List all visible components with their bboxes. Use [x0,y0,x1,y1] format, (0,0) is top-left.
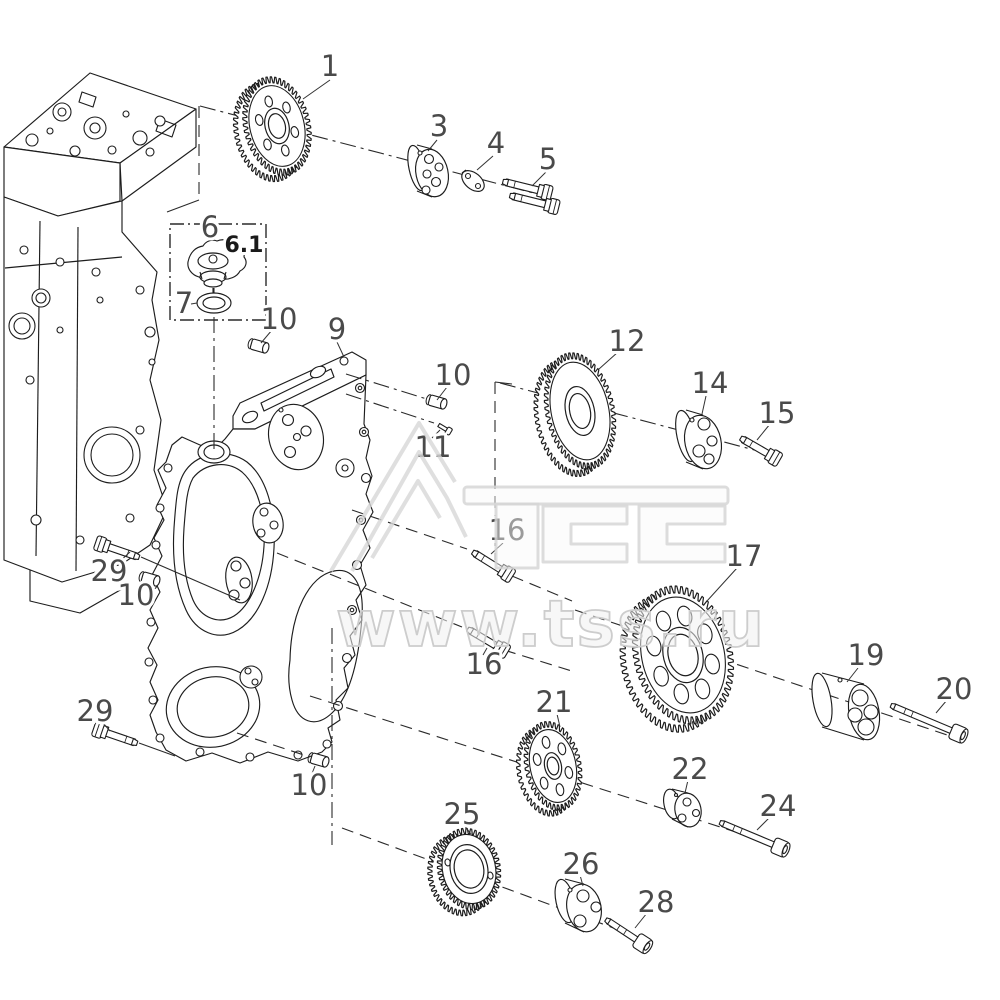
part-label-5: 5 [539,142,557,176]
part-label-20: 20 [936,672,973,706]
part-16-bolt [466,626,511,659]
part-label-15: 15 [759,396,796,430]
part-29-bolt [91,721,139,747]
part-label-10: 10 [291,768,328,802]
watermark-triangle-logo [329,421,457,573]
watermark-triangle-logo [370,479,442,560]
part-label-19: 19 [848,638,885,672]
part-label-9: 9 [328,312,346,346]
part-label-17: 17 [726,539,763,573]
part-label-10: 10 [261,302,298,336]
label-leader-lines [102,79,948,929]
part-25-gear [420,822,509,921]
part-5-bolt [508,192,561,215]
watermark-logo-letters [462,485,730,570]
part-label-14: 14 [692,366,729,400]
part-11-bolt [437,422,453,436]
small-parts [187,144,881,933]
part-label-16: 16 [466,647,503,681]
part-label-29: 29 [91,554,128,588]
part-label-10: 10 [435,358,472,392]
part-10-dowel-pin [247,338,270,354]
part-17-gear [605,575,749,743]
watermark-triangle-logo [350,450,468,572]
part-label-24: 24 [760,789,797,823]
part-20-bolt [889,702,969,744]
part-1-gear [223,70,322,189]
reference-box-6 [169,223,267,321]
watermark-url: www.tss.ru [336,588,766,662]
part-28-bolt [604,917,654,955]
part-label-6: 6 [201,210,219,244]
part-10-dowel-pin [425,394,448,410]
part-29-bolt [93,535,141,561]
part-15-bolt [739,435,783,467]
part-label-6.1: 6.1 [225,233,264,258]
part-label-3: 3 [430,109,448,143]
part-label-21: 21 [536,685,573,719]
part-10-dowel-pin [138,571,161,587]
part-label-22: 22 [672,752,709,786]
part-label-16: 16 [489,513,526,547]
part-label-12: 12 [609,324,646,358]
engine-block-and-timing-case [3,72,374,764]
part-label-10: 10 [118,578,155,612]
part-label-26: 26 [563,847,600,881]
part-12-gear [523,346,627,483]
part-label-1: 1 [321,49,339,83]
part-label-25: 25 [444,797,481,831]
part-label-29: 29 [77,694,114,728]
fasteners [91,178,969,955]
ref-box-outline [169,223,267,321]
part-21-gear [508,716,591,821]
part-label-28: 28 [638,885,675,919]
part-10-dowel-pin [307,752,330,768]
part-label-4: 4 [487,126,505,160]
part-number-labels: 134566.171091011121415161729101619202122… [74,46,976,922]
part-5-bolt [501,178,554,201]
part-label-7: 7 [175,286,193,320]
watermark: www.tss.ru [329,421,766,663]
part-24-bolt [718,819,791,858]
gears [223,70,749,922]
